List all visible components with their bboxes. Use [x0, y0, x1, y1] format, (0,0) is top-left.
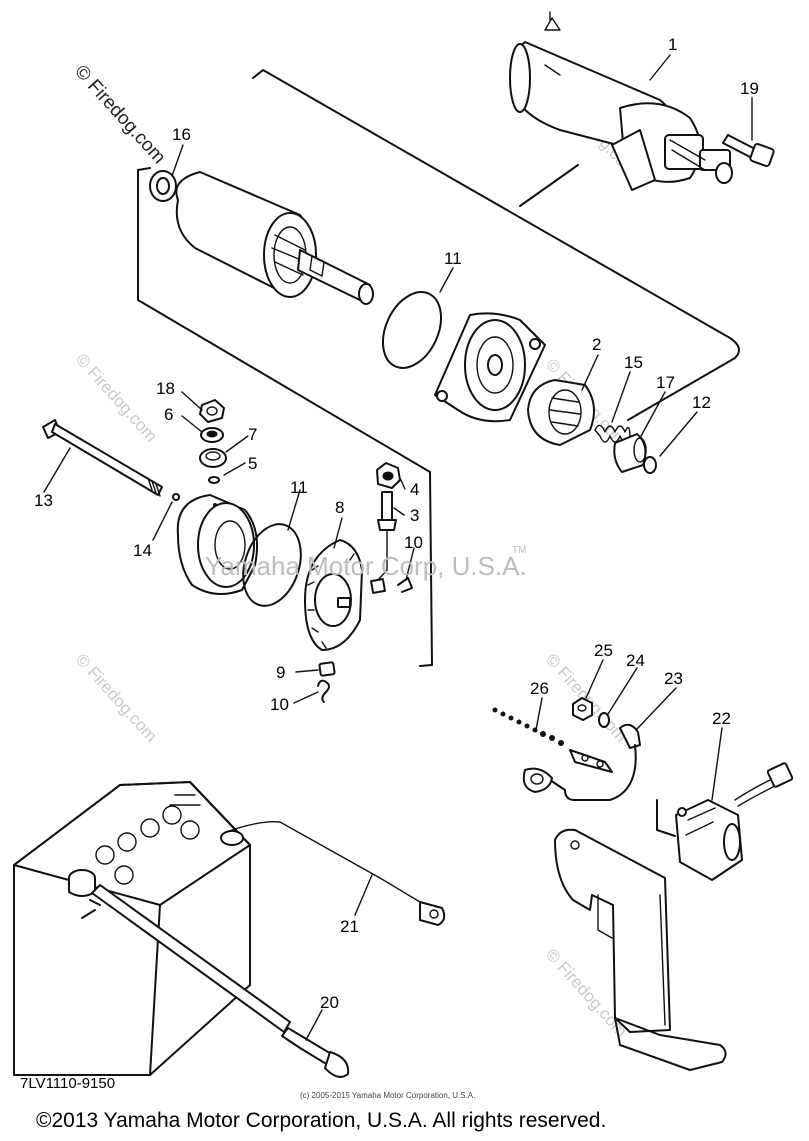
callout-16: 16 [172, 125, 191, 144]
callout-15: 15 [624, 353, 643, 372]
assembly-outline [137, 69, 740, 667]
cable-23 [522, 723, 641, 801]
callout-25: 25 [594, 641, 613, 660]
copyright-notice: ©2013 Yamaha Motor Corporation, U.S.A. A… [36, 1109, 606, 1132]
callout-23: 23 [664, 669, 683, 688]
callout-4: 4 [410, 480, 419, 499]
pinion-2 [527, 379, 595, 446]
washer-16 [149, 170, 177, 202]
watermark-trademark: TM [512, 545, 526, 556]
callout-8: 8 [335, 498, 344, 517]
washer-24 [598, 712, 610, 728]
nut-18 [199, 399, 225, 423]
callout-1: 1 [668, 35, 677, 54]
watermark-center: Yamaha Motor Corp, U.S.A. [205, 551, 527, 581]
watermark: © Firedog.com [72, 650, 161, 746]
callout-10a: 10 [404, 533, 423, 552]
callout-22: 22 [712, 709, 731, 728]
cable-20 [81, 884, 350, 1078]
callout-7: 7 [248, 425, 257, 444]
mounting-bracket [554, 799, 727, 1071]
callout-5: 5 [248, 454, 257, 473]
brush-9 [318, 661, 336, 677]
nut-25 [572, 697, 593, 721]
washer-6 [200, 427, 224, 443]
callout-14: 14 [133, 541, 152, 560]
leader-lines [43, 54, 753, 1041]
o-ring-14 [172, 493, 180, 501]
terminal-3 [370, 491, 397, 594]
diagram-code: 7LV1110-9150 [20, 1075, 115, 1092]
clip-12 [643, 456, 657, 474]
callout-26: 26 [530, 679, 549, 698]
callout-11b: 11 [290, 478, 308, 497]
lead-21 [225, 821, 446, 926]
starter-motor [509, 11, 733, 191]
spring-10-upper [397, 577, 413, 593]
callout-10b: 10 [270, 695, 289, 714]
starter-relay-22 [675, 762, 794, 881]
callout-9: 9 [276, 663, 285, 682]
assembly-outline-left-top [137, 167, 151, 171]
source-copyright: (c) 2005-2015 Yamaha Motor Corporation, … [300, 1091, 475, 1100]
o-ring-11-upper [381, 291, 443, 369]
o-ring-5 [208, 476, 220, 484]
through-bolt-13 [42, 419, 163, 497]
callout-18: 18 [156, 379, 175, 398]
callout-3: 3 [410, 506, 419, 525]
fastener-set-26 [492, 707, 613, 773]
callout-20: 20 [320, 993, 339, 1012]
callout-6: 6 [164, 405, 173, 424]
o-ring-11-lower [242, 523, 302, 607]
callout-2: 2 [592, 335, 601, 354]
bolt-19 [722, 134, 775, 168]
spring-15 [594, 424, 631, 444]
callout-11a: 11 [444, 249, 462, 268]
armature [175, 171, 374, 305]
battery [13, 781, 251, 1076]
insulator-7 [199, 448, 227, 468]
assembly-connector [519, 164, 579, 207]
callout-24: 24 [626, 651, 645, 670]
callout-12: 12 [692, 393, 711, 412]
brush-plate-8 [304, 539, 363, 651]
watermark-top-left: © Firedog.com [70, 61, 169, 168]
callout-19: 19 [740, 79, 759, 98]
spring-10-lower [317, 679, 330, 703]
callouts: 1 2 3 4 5 6 7 8 9 10 10 11 11 12 13 14 1… [34, 35, 759, 1012]
nut-4 [376, 462, 401, 489]
callout-13: 13 [34, 491, 53, 510]
yoke [176, 494, 258, 595]
watermark: © Firedog.com [72, 350, 161, 446]
front-housing [434, 312, 546, 423]
callout-17: 17 [656, 373, 675, 392]
callout-21: 21 [340, 917, 359, 936]
